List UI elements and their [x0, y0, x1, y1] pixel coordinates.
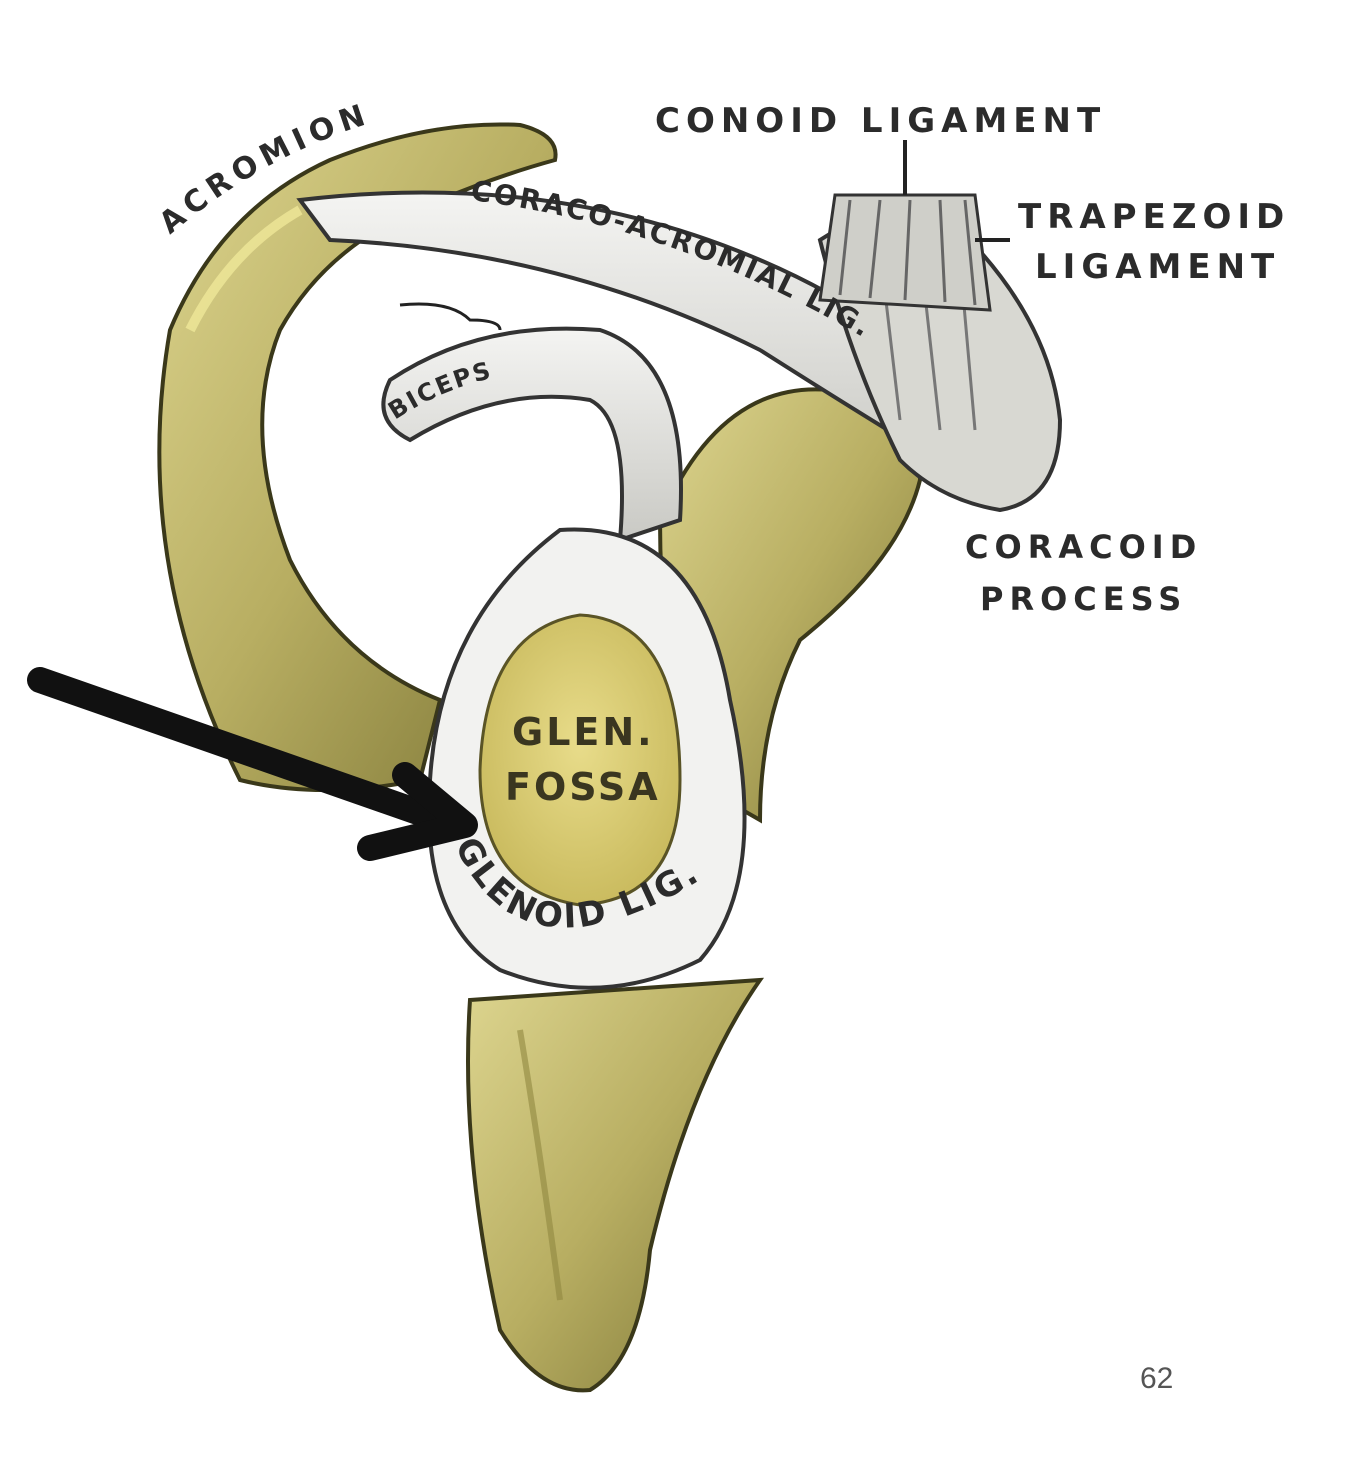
scapula-neck: [466, 977, 765, 1393]
label-coracoid-line1: CORACOID: [965, 528, 1202, 566]
label-glen-line1: GLEN.: [512, 710, 655, 754]
trapezoid-conoid-ligaments: [818, 140, 1010, 312]
acromion-bone: [157, 122, 558, 792]
label-conoid-ligament: CONOID LIGAMENT: [655, 101, 1106, 141]
page-number: 62: [1140, 1362, 1174, 1395]
label-trapezoid-line2: LIGAMENT: [1035, 247, 1280, 287]
label-glen-line2: FOSSA: [505, 765, 661, 809]
pointer-arrow: [27, 667, 478, 861]
label-trapezoid-line1: TRAPEZOID: [1018, 197, 1290, 237]
glenoid-fossa: [478, 613, 682, 907]
label-coracoid-line2: PROCESS: [980, 580, 1187, 618]
biceps-tendon: [381, 302, 683, 543]
